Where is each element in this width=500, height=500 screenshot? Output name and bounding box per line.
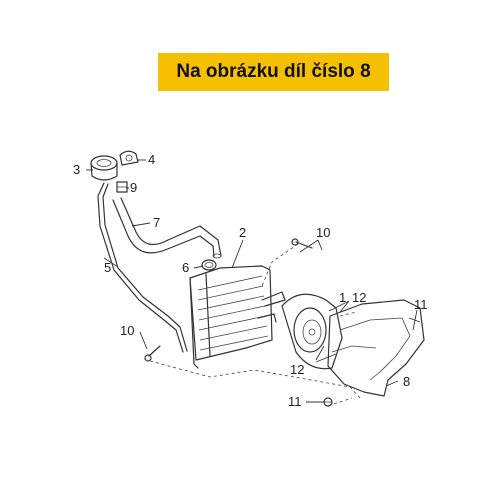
callout-9: 9 — [130, 180, 137, 195]
callout-12-upper: 12 — [352, 290, 366, 305]
radiator — [189, 265, 286, 369]
callout-1: 1 — [339, 290, 346, 305]
radiator-cover — [327, 299, 425, 397]
leader-lines — [86, 159, 421, 403]
alignment-lines — [149, 243, 363, 405]
bolt-10-upper — [291, 238, 313, 249]
callout-8: 8 — [403, 374, 410, 389]
hose-clamp — [201, 259, 217, 271]
part-number-banner: Na obrázku díl číslo 8 — [158, 53, 389, 91]
callout-6: 6 — [182, 260, 189, 275]
bolt-10-lower — [144, 345, 161, 362]
callout-12-lower: 12 — [290, 362, 304, 377]
part-callouts: 3 4 9 7 5 6 2 10 10 1 12 11 12 8 11 — [73, 152, 428, 409]
callout-10-upper: 10 — [316, 225, 330, 240]
callout-5: 5 — [104, 260, 111, 275]
overflow-hose — [97, 182, 188, 353]
cooling-fan — [281, 293, 343, 370]
callout-3: 3 — [73, 162, 80, 177]
bolt-11-lower — [323, 397, 333, 407]
reservoir-cap — [90, 155, 118, 181]
callout-7: 7 — [153, 215, 160, 230]
filler-cap — [119, 150, 139, 166]
hose-clip — [116, 181, 128, 193]
callout-11-lower: 11 — [288, 394, 302, 409]
radiator-hose — [112, 197, 222, 259]
callout-4: 4 — [148, 152, 155, 167]
callout-2: 2 — [239, 225, 246, 240]
callout-11-upper: 11 — [414, 297, 428, 312]
callout-10-lower: 10 — [120, 323, 134, 338]
